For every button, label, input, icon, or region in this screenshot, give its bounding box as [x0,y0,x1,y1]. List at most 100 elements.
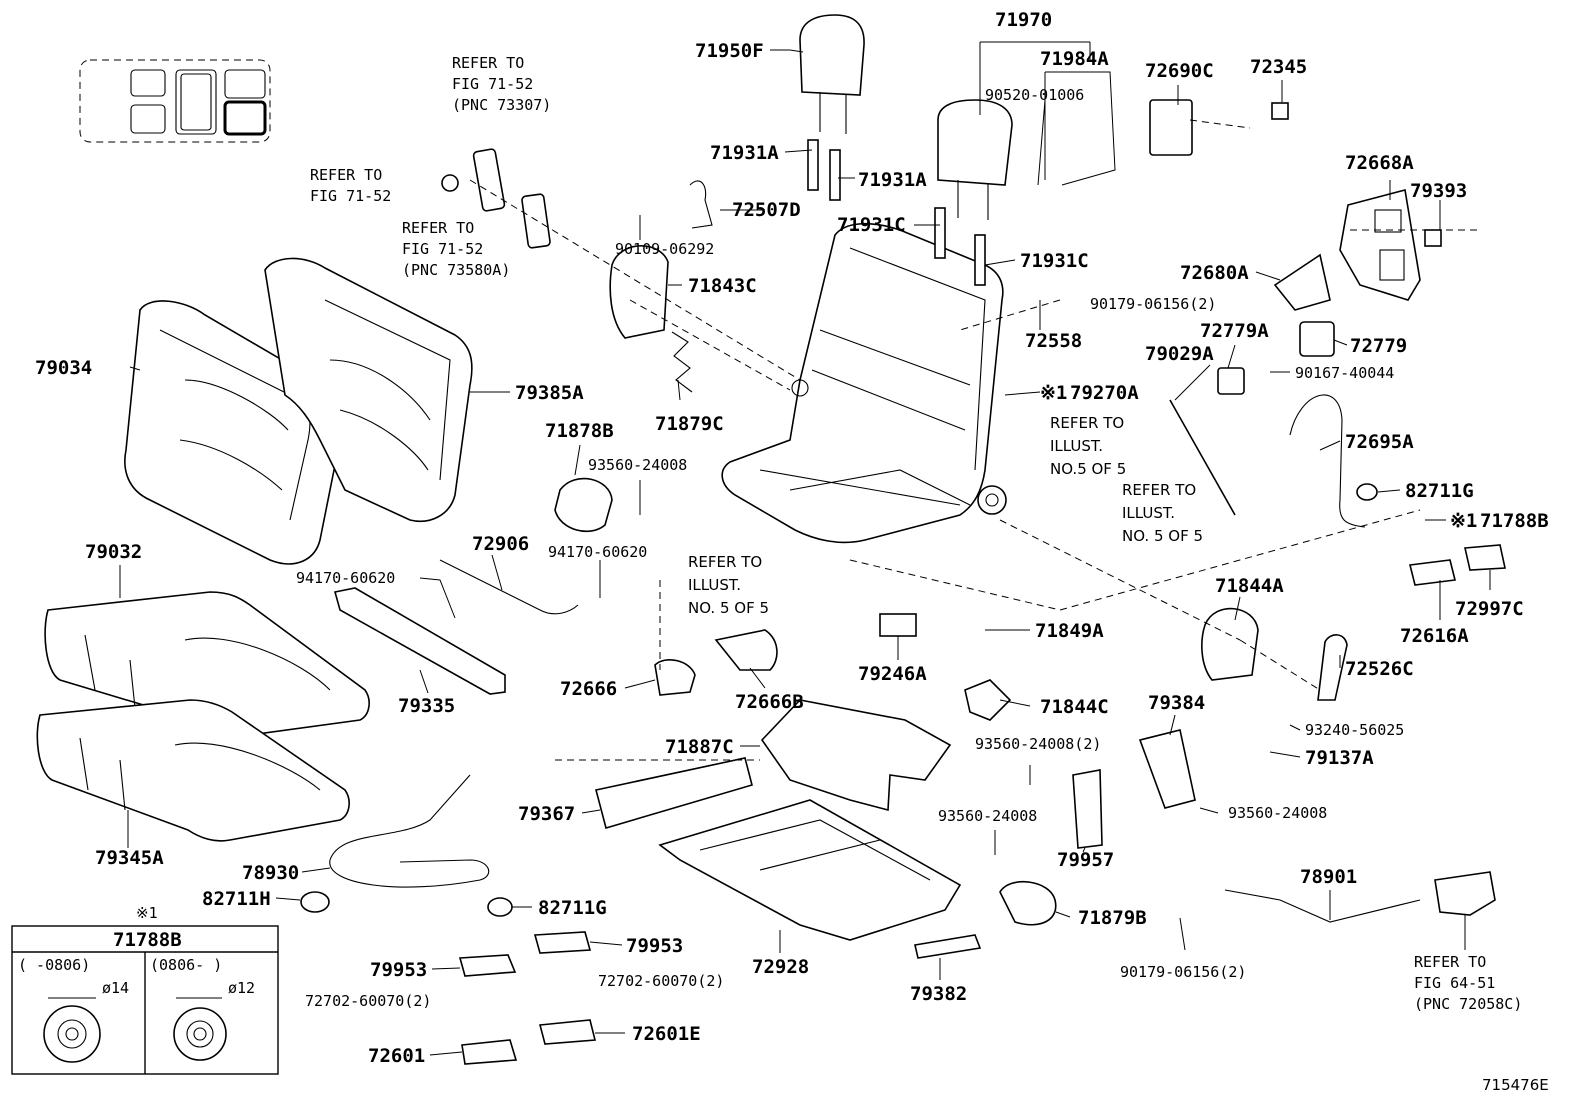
lever-72680A [1273,253,1331,311]
callout-71887C: 71887C [665,736,734,758]
plate-79382 [914,934,982,959]
headrest-71970 [937,99,1013,220]
callout-79032: 79032 [85,541,142,563]
callout-71931A-left: 71931A [710,142,779,164]
callout-72779A: 72779A [1200,320,1269,342]
legend-mark: ※1 [136,904,158,922]
callout-94170-60620-left: 94170-60620 [296,569,395,587]
callout-72558: 72558 [1025,330,1082,352]
svg-text:REFER TO: REFER TO [688,553,762,571]
callout-93240-56025: 93240-56025 [1305,721,1404,739]
callout-72997C: 72997C [1455,598,1524,620]
callout-72601E: 72601E [632,1023,701,1045]
callout-72779: 72779 [1350,335,1407,357]
seat-back-pad-79385A [264,257,473,522]
callout-71879C: 71879C [655,413,724,435]
callout-90520-01006: 90520-01006 [985,86,1084,104]
svg-text:NO. 5 OF 5: NO. 5 OF 5 [1122,527,1203,545]
callout-72666: 72666 [560,678,617,700]
svg-text:REFER TO: REFER TO [402,219,474,237]
callout-72345: 72345 [1250,56,1307,78]
callout-71879B: 71879B [1078,907,1147,929]
callout-93560-24008-c: 93560-24008 [938,807,1037,825]
callout-79335: 79335 [398,695,455,717]
gas-spring-79029A [1169,399,1236,516]
callout-71878B: 71878B [545,420,614,442]
spring-71879C [671,331,693,393]
bushing-82711 [300,483,1378,917]
cover-71844C [964,679,1012,721]
callout-71844A: 71844A [1215,575,1284,597]
svg-text:ILLUST.: ILLUST. [1050,437,1103,455]
callout-79270A-mark: ※1 [1040,382,1067,404]
callout-71931A-right: 71931A [858,169,927,191]
callout-71931C-right: 71931C [1020,250,1089,272]
cover-72526C [1317,634,1348,701]
pan-71887C [760,699,952,812]
rail-79335 [333,587,506,695]
legend-box-71788B: ※1 71788B ( -0806) (0806- ) ø14 ø12 [11,904,279,1075]
headrest-71950F [799,14,865,134]
callout-71788B-mark: ※1 [1450,510,1477,532]
legend-range-early: ( -0806) [18,956,90,974]
callout-71984A: 71984A [1040,48,1109,70]
seat-cushion-pad-79345A [36,699,350,842]
callout-72690C: 72690C [1145,60,1214,82]
callout-72507D: 72507D [732,199,801,221]
callout-79384: 79384 [1148,692,1205,714]
callout-71931C-left: 71931C [837,214,906,236]
callout-79034: 79034 [35,357,92,379]
callout-90179-06156-upper: 90179-06156(2) [1090,295,1216,313]
callout-71970: 71970 [995,9,1052,31]
bracket-79384 [1138,729,1196,809]
handle-79953 [458,931,592,977]
callout-79393: 79393 [1410,180,1467,202]
callout-79029A: 79029A [1145,343,1214,365]
callout-90109-06292: 90109-06292 [615,240,714,258]
note-refer-fig-64-51-pnc-72058C: REFER TO FIG 64-51 (PNC 72058C) [1414,953,1522,1013]
callout-72702-60070-left: 72702-60070(2) [305,992,431,1010]
svg-text:FIG 64-51: FIG 64-51 [1414,974,1495,992]
note-refer-illust-5-of-5-a: REFER TO ILLUST. NO.5 OF 5 [1050,414,1126,478]
callout-72668A: 72668A [1345,152,1414,174]
svg-text:REFER TO: REFER TO [1414,953,1486,971]
callout-94170-60620-right: 94170-60620 [548,543,647,561]
cover-71844A [1201,607,1259,681]
cover-72779 [1217,321,1335,395]
figure-code: 715476E [1482,1076,1549,1094]
cable-72695A [1289,394,1366,528]
callout-79953-right: 79953 [626,935,683,957]
pins-71931 [807,139,986,286]
svg-text:REFER TO: REFER TO [310,166,382,184]
cable-78930 [329,774,490,888]
assembly-lines [469,119,1480,761]
callout-72666B: 72666B [735,691,804,713]
cover-71878B [554,477,613,533]
callout-71788B: 71788B [1480,510,1549,532]
callout-72928: 72928 [752,956,809,978]
svg-text:NO.5 OF 5: NO.5 OF 5 [1050,460,1126,478]
callout-78901: 78901 [1300,866,1357,888]
callout-90167-40044: 90167-40044 [1295,364,1394,382]
leader-lines [119,41,1491,1056]
callout-78930: 78930 [242,862,299,884]
svg-text:FIG 71-52: FIG 71-52 [402,240,483,258]
callout-71950F: 71950F [695,40,764,62]
callout-79385A: 79385A [515,382,584,404]
callout-79270A: 79270A [1070,382,1139,404]
cover-71879B [999,880,1057,926]
note-refer-fig-71-52-pnc-73580A: REFER TO FIG 71-52 (PNC 73580A) [402,219,510,279]
callout-71849A: 71849A [1035,620,1104,642]
callout-71843C: 71843C [688,275,757,297]
callout-82711H: 82711H [202,888,271,910]
washer-large-icon [43,997,101,1063]
callout-79953-left: 79953 [370,959,427,981]
note-refer-illust-5-of-5-c: REFER TO ILLUST. NO. 5 OF 5 [688,553,769,617]
bracket-72507D [689,180,713,229]
seat-belt-anchor-group [441,148,551,249]
legend-range-late: (0806- ) [150,956,222,974]
svg-text:ILLUST.: ILLUST. [688,576,741,594]
callout-71844C: 71844C [1040,696,1109,718]
callout-82711G-left: 82711G [538,897,607,919]
callout-82711G-right: 82711G [1405,480,1474,502]
